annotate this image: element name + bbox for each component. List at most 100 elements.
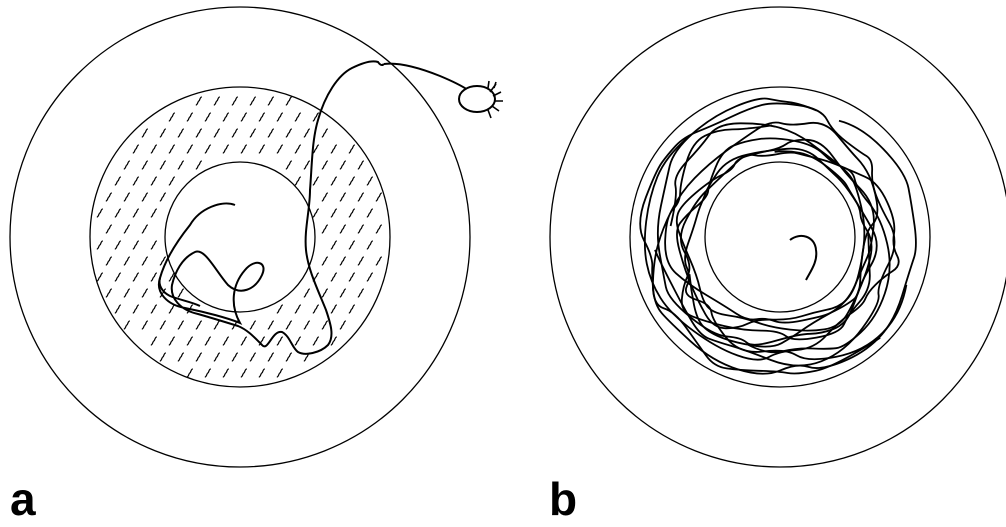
texture-squiggle — [367, 177, 373, 185]
texture-squiggle — [358, 193, 364, 201]
texture-squiggle — [151, 305, 157, 313]
texture-squiggle — [376, 225, 382, 233]
texture-squiggle — [367, 273, 373, 281]
texture-squiggle — [124, 321, 130, 329]
texture-squiggle — [196, 353, 202, 361]
texture-squiggle — [214, 353, 220, 361]
texture-squiggle — [304, 289, 310, 297]
texture-squiggle — [313, 337, 319, 345]
texture-squiggle — [322, 161, 328, 169]
texture-squiggle — [124, 193, 130, 201]
texture-squiggle — [331, 241, 337, 249]
texture-squiggle — [358, 257, 364, 265]
texture-squiggle — [223, 145, 229, 153]
texture-squiggle — [142, 225, 148, 233]
texture-squiggle — [151, 145, 157, 153]
inner-ring-b — [705, 162, 855, 312]
texture-squiggle — [241, 337, 247, 345]
texture-squiggle — [295, 145, 301, 153]
texture-squiggle — [106, 289, 112, 297]
texture-squiggle — [250, 321, 256, 329]
texture-squiggle — [178, 353, 184, 361]
texture-squiggle — [178, 321, 184, 329]
texture-squiggle — [331, 305, 337, 313]
texture-squiggle — [232, 129, 238, 137]
texture-squiggle — [178, 289, 184, 297]
shaded-annulus-a — [97, 97, 382, 377]
texture-squiggle — [349, 209, 355, 217]
inner-ring-a — [165, 162, 315, 312]
texture-squiggle — [133, 177, 139, 185]
entry-line-a — [384, 64, 468, 90]
texture-squiggle — [124, 225, 130, 233]
texture-squiggle — [106, 225, 112, 233]
texture-squiggle — [241, 369, 247, 377]
texture-squiggle — [268, 129, 274, 137]
texture-squiggle — [97, 241, 103, 249]
texture-squiggle — [115, 305, 121, 313]
texture-squiggle — [160, 321, 166, 329]
texture-squiggle — [232, 353, 238, 361]
texture-squiggle — [277, 369, 283, 377]
texture-squiggle — [115, 273, 121, 281]
texture-squiggle — [133, 145, 139, 153]
texture-squiggle — [223, 369, 229, 377]
texture-squiggle — [223, 113, 229, 121]
texture-squiggle — [340, 193, 346, 201]
texture-squiggle — [223, 337, 229, 345]
texture-squiggle — [358, 161, 364, 169]
texture-squiggle — [124, 289, 130, 297]
panel-label-a: a — [10, 476, 36, 522]
texture-squiggle — [259, 145, 265, 153]
texture-squiggle — [142, 289, 148, 297]
texture-squiggle — [142, 193, 148, 201]
texture-squiggle — [331, 273, 337, 281]
texture-squiggle — [205, 113, 211, 121]
texture-squiggle — [115, 241, 121, 249]
outer-pool-ring-a — [10, 7, 470, 467]
texture-squiggle — [142, 129, 148, 137]
texture-squiggle — [277, 305, 283, 313]
texture-squiggle — [250, 353, 256, 361]
texture-squiggle — [295, 337, 301, 345]
texture-squiggle — [160, 193, 166, 201]
texture-squiggle — [232, 97, 238, 105]
texture-squiggle — [106, 257, 112, 265]
texture-squiggle — [169, 337, 175, 345]
swim-path-a — [159, 61, 384, 354]
texture-squiggle — [250, 129, 256, 137]
texture-squiggle — [124, 161, 130, 169]
texture-squiggle — [142, 257, 148, 265]
texture-squiggle — [313, 177, 319, 185]
texture-squiggle — [259, 369, 265, 377]
texture-squiggle — [214, 129, 220, 137]
texture-squiggle — [187, 145, 193, 153]
texture-squiggle — [169, 113, 175, 121]
texture-squiggle — [115, 177, 121, 185]
texture-squiggle — [205, 369, 211, 377]
texture-squiggle — [349, 145, 355, 153]
texture-squiggle — [196, 97, 202, 105]
texture-squiggle — [286, 97, 292, 105]
texture-squiggle — [115, 209, 121, 217]
texture-squiggle — [295, 113, 301, 121]
texture-squiggle — [124, 257, 130, 265]
texture-squiggle — [196, 161, 202, 169]
texture-squiggle — [187, 113, 193, 121]
texture-squiggle — [295, 305, 301, 313]
texture-squiggle — [160, 129, 166, 137]
texture-squiggle — [142, 321, 148, 329]
texture-squiggle — [304, 321, 310, 329]
texture-squiggle — [97, 209, 103, 217]
texture-squiggle — [322, 321, 328, 329]
texture-squiggle — [277, 145, 283, 153]
texture-squiggle — [169, 145, 175, 153]
texture-squiggle — [349, 241, 355, 249]
texture-squiggle — [178, 129, 184, 137]
texture-squiggle — [322, 193, 328, 201]
panel-label-b: b — [549, 476, 577, 522]
start-curl-b — [790, 236, 816, 280]
texture-squiggle — [160, 353, 166, 361]
texture-squiggle — [259, 113, 265, 121]
